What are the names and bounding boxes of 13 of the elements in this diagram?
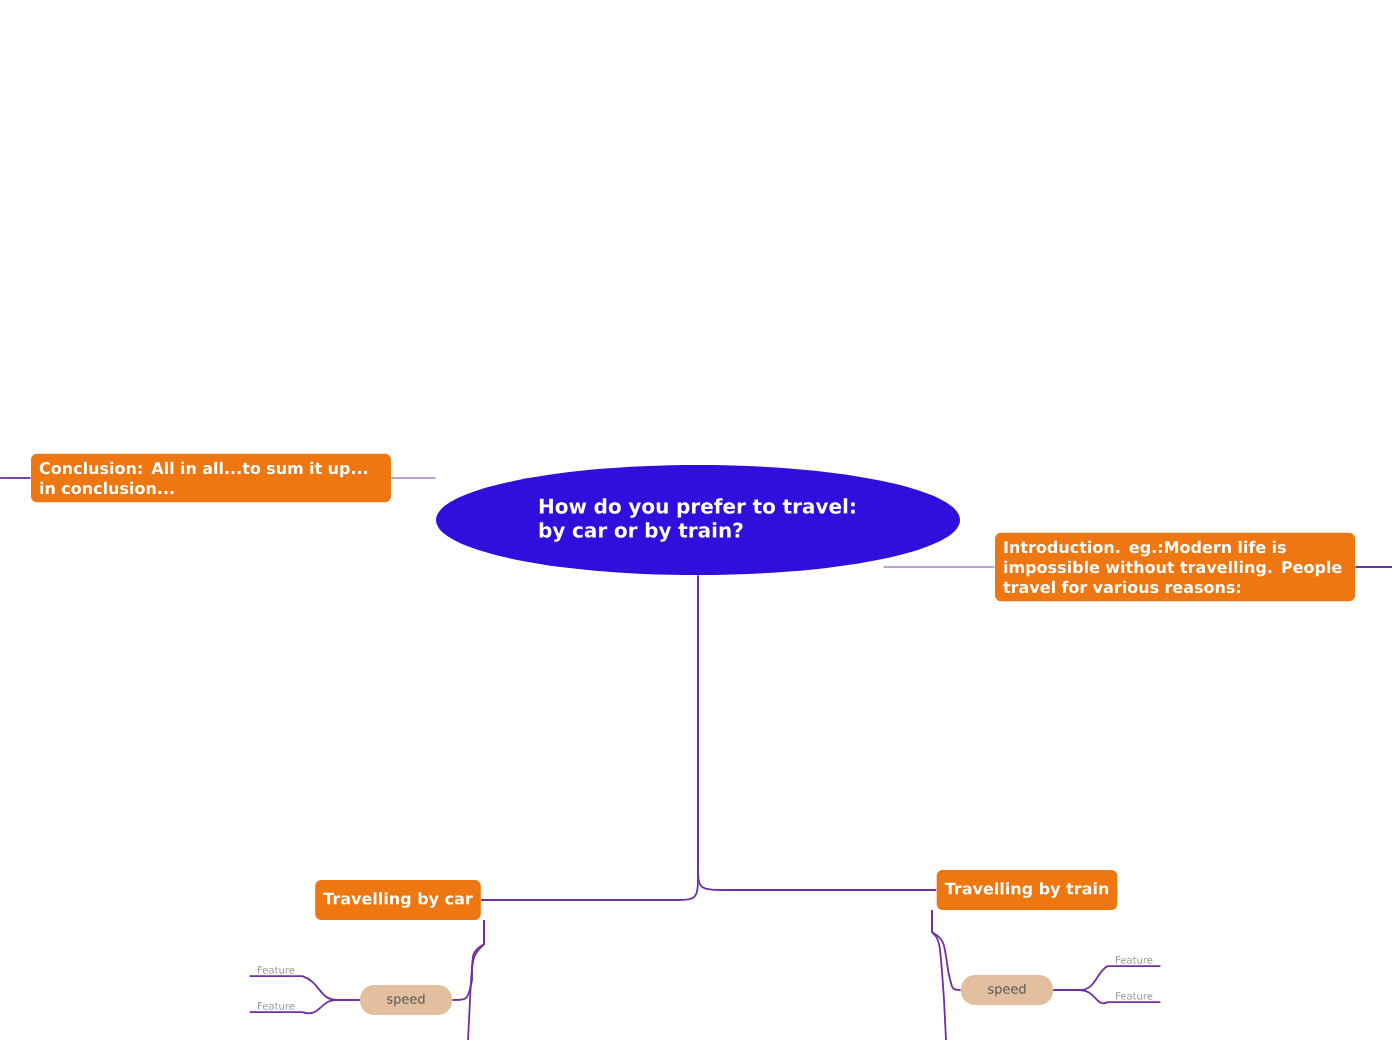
connector-line	[390, 477, 437, 479]
connector-line	[248, 999, 361, 1015]
topic-box: Travelling by train	[936, 870, 1118, 910]
connector-line	[697, 574, 938, 891]
topic-box: Introduction. eg.:Modern life is impossible without travelling. People travel for various reasons:	[995, 532, 1355, 602]
connector-line	[467, 919, 485, 1040]
connector-line	[0, 477, 32, 479]
connector-line	[1354, 566, 1392, 568]
topic-box: Travelling by car	[315, 880, 481, 920]
connector-line	[931, 909, 947, 1040]
connector-line	[882, 566, 996, 568]
topic-box: Conclusion: All in all...to sum it up... in conclusion...	[31, 453, 391, 503]
connector-line	[1052, 989, 1162, 1005]
